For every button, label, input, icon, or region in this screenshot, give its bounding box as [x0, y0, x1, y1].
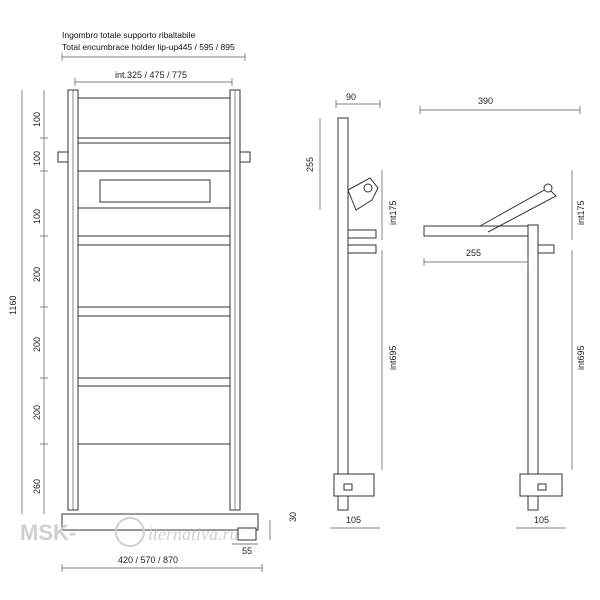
folded-base-depth-label: 105: [346, 515, 361, 525]
side-view-folded: 90 255 int175 int695 105: [305, 92, 398, 529]
front-spacing-7: 260: [32, 479, 42, 494]
front-bar-4: [77, 244, 231, 308]
open-shelf: [423, 225, 529, 237]
folded-base: [333, 473, 375, 497]
front-holder-bar: [99, 179, 211, 203]
front-bar-1: [77, 97, 231, 139]
watermark-left: MSK-: [20, 520, 76, 545]
folded-inner-lower-label: int695: [388, 345, 398, 370]
front-foot: [237, 527, 257, 541]
watermark-logo-icon: [115, 517, 145, 547]
open-arm: [479, 187, 557, 233]
front-spacing-6: 200: [32, 405, 42, 420]
front-base: [61, 513, 259, 531]
front-foot-offset-label: 55: [242, 546, 252, 556]
front-total-height-label: 1160: [8, 296, 18, 315]
header-line-2: Total encumbrace holder lip-up: [62, 42, 179, 52]
folded-post: [337, 117, 349, 511]
folded-holder-height-label: 255: [305, 157, 315, 172]
front-spacing-5: 200: [32, 337, 42, 352]
header-total-widths: 445 / 595 / 895: [178, 42, 235, 52]
front-foot-height-label: 30: [288, 512, 298, 522]
folded-hinge: [347, 177, 379, 211]
front-inner-width-label: int.325 / 475 / 775: [115, 70, 187, 80]
front-bar-6: [77, 385, 231, 445]
watermark-right: lternativa.ru: [148, 524, 239, 544]
open-base-depth-label: 105: [534, 515, 549, 525]
open-shelf-length-label: 255: [466, 248, 481, 258]
front-bottom-width-label: 420 / 570 / 870: [118, 555, 178, 565]
front-view: int.325 / 475 / 775 1160 100 100 100: [8, 70, 298, 572]
side-view-open: 390 255 int175 int695 105: [419, 96, 586, 529]
front-bar-5: [77, 315, 231, 379]
front-bar-3: [77, 207, 231, 237]
front-spacing-3: 100: [32, 209, 42, 224]
header-dimension-line: [61, 53, 246, 61]
front-spacing-1: 100: [32, 112, 42, 127]
open-inner-lower-label: int695: [576, 345, 586, 370]
header-line-1: Ingombro totale supporto ribaltabile: [62, 30, 196, 40]
open-depth-label: 390: [478, 96, 493, 106]
open-post: [527, 224, 539, 511]
front-bar-2: [77, 142, 231, 172]
folded-inner-upper-label: int175: [388, 200, 398, 225]
folded-depth-label: 90: [346, 92, 356, 102]
front-spacing-2: 100: [32, 151, 42, 166]
open-inner-upper-label: int175: [576, 200, 586, 225]
watermark: MSK- lternativa.ru: [20, 517, 239, 547]
front-spacing-4: 200: [32, 267, 42, 282]
